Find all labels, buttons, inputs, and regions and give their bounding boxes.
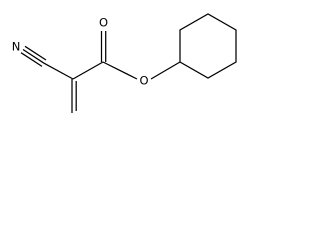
bond-carbonyl-to-ester-oxygen [102, 61, 138, 80]
nitrile-triple-bond [20, 45, 47, 67]
methylene-double-bond [71, 79, 77, 113]
bond-ester-oxygen-to-ring [150, 61, 181, 80]
atom-label-nitrogen: N [12, 40, 21, 54]
carbonyl-double-bond [100, 31, 107, 62]
bond-cn-to-alpha [43, 62, 74, 80]
bond-alpha-to-carbonyl [72, 61, 104, 80]
cyclohexane-ring [179, 13, 237, 79]
atom-label-carbonyl-oxygen: O [99, 16, 108, 30]
cyclohexyl-cyanoacrylate-structure: N O O [12, 13, 237, 113]
atom-label-ester-oxygen: O [139, 74, 148, 88]
